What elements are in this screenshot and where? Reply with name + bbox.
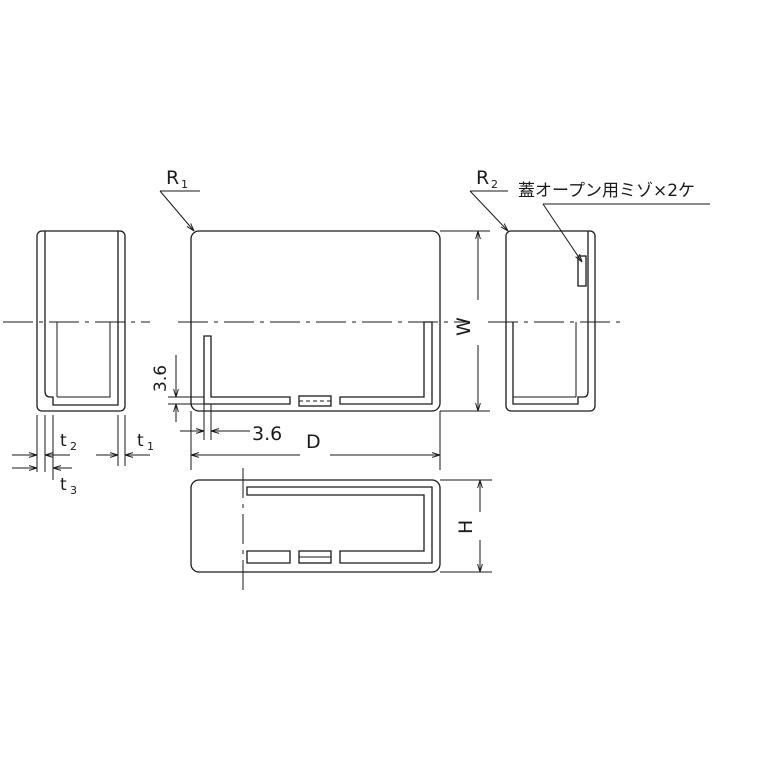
h-dimension: H (440, 479, 492, 573)
r1-subscript: 1 (181, 178, 188, 191)
t2-t3-dimension: t 2 t 3 (12, 415, 77, 497)
dim-3-6-horizontal-label: 3.6 (252, 423, 282, 445)
t2-label: t (60, 431, 67, 451)
r1-callout: R 1 (159, 167, 200, 231)
dim-3-6-horizontal: 3.6 (180, 404, 282, 445)
t3-label: t (60, 475, 67, 495)
t3-subscript: 3 (70, 484, 77, 497)
w-label: W (453, 317, 475, 336)
left-side-view (3, 230, 150, 412)
r2-callout: R 2 (469, 167, 508, 231)
lid-groove-note-label: 蓋オープン用ミゾ×2ケ (518, 181, 695, 201)
r1-label: R (166, 167, 179, 189)
d-dimension: D (190, 411, 441, 470)
t1-dimension: t 1 (96, 415, 154, 466)
t1-label: t (137, 431, 144, 451)
t1-subscript: 1 (147, 440, 154, 453)
dim-3-6-vertical-label: 3.6 (151, 365, 171, 392)
right-side-view (488, 230, 622, 412)
d-label: D (306, 431, 321, 453)
front-view (178, 230, 468, 412)
t2-subscript: 2 (70, 440, 77, 453)
h-label: H (455, 520, 477, 534)
r2-label: R (476, 167, 489, 189)
r2-subscript: 2 (491, 178, 498, 191)
bottom-view (190, 468, 441, 596)
dim-3-6-vertical: 3.6 (151, 355, 204, 422)
w-dimension: W (440, 230, 490, 412)
lid-groove-note: 蓋オープン用ミゾ×2ケ (518, 181, 710, 262)
